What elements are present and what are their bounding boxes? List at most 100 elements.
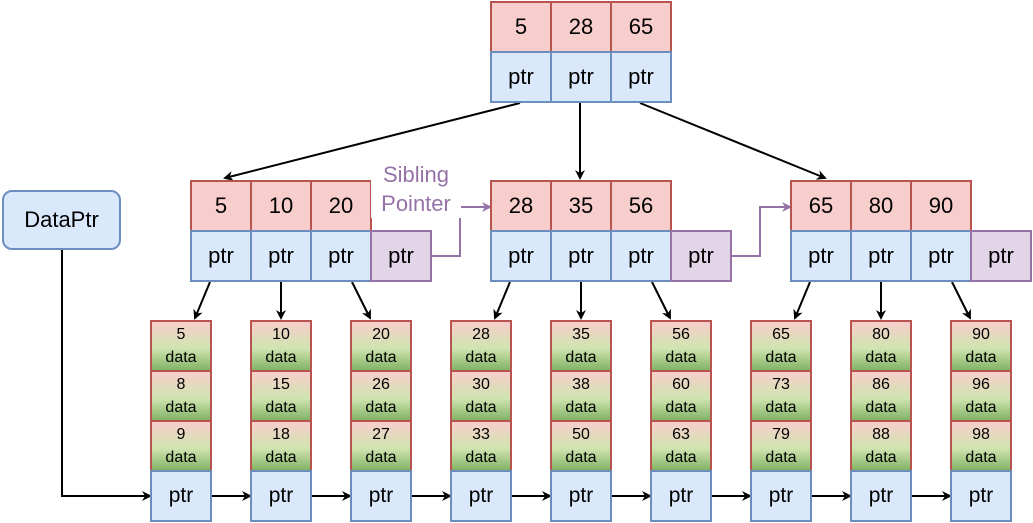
leaf-2-entry-0-data: data <box>365 349 397 366</box>
leaf-1-entry-1-data: data <box>265 399 297 416</box>
leaf-7-entry-1-data: data <box>865 399 897 416</box>
leaf-7-entry-0-data: data <box>865 349 897 366</box>
internal-0-key-0: 5 <box>190 180 252 232</box>
leaf-2-entry-1-key: 26 <box>372 376 390 393</box>
internal-1-ptr-1: ptr <box>550 230 612 282</box>
internal-1-ptr-0: ptr <box>490 230 552 282</box>
leaf-0-entry-0: 5 data <box>150 320 212 372</box>
leaf-5-entry-2-data: data <box>665 449 697 466</box>
internal-0-ptr-1: ptr <box>250 230 312 282</box>
internal-2-sibling-ptr: ptr <box>970 230 1032 282</box>
internal-0-ptr-0: ptr <box>190 230 252 282</box>
internal-0-sibling-ptr: ptr <box>370 230 432 282</box>
leaf-7-entry-0-key: 80 <box>872 326 890 343</box>
sibling-pointer-1-arrow <box>732 202 792 257</box>
leaf-2-entry-0: 20 data <box>350 320 412 372</box>
leaf-2-entry-0-key: 20 <box>372 326 390 343</box>
internal-2-key-2: 90 <box>910 180 972 232</box>
leaf-1-next-ptr: ptr <box>250 470 312 522</box>
internal-to-leaf-8-arrow <box>951 281 971 320</box>
internal-2-ptr-2: ptr <box>910 230 972 282</box>
internal-2-ptr-1: ptr <box>850 230 912 282</box>
leaf-6-entry-1: 73 data <box>750 370 812 422</box>
leaf-2-entry-2: 27 data <box>350 420 412 472</box>
leaf-2-entry-2-key: 27 <box>372 426 390 443</box>
leaf-5-entry-0-data: data <box>665 349 697 366</box>
leaf-6-entry-2: 79 data <box>750 420 812 472</box>
leaf-6-entry-1-data: data <box>765 399 797 416</box>
leaf-7-entry-2-key: 88 <box>872 426 890 443</box>
internal-1-key-2: 56 <box>610 180 672 232</box>
sibling-pointer-0-arrow <box>432 202 492 257</box>
leaf-3-entry-1-key: 30 <box>472 376 490 393</box>
internal-to-leaf-3-arrow <box>493 281 511 320</box>
leaf-2-entry-1: 26 data <box>350 370 412 422</box>
root-key-1: 28 <box>550 1 612 53</box>
leaf-0-entry-1-key: 8 <box>176 376 186 393</box>
leaf-8-entry-0-key: 90 <box>972 326 990 343</box>
sibling-pointer-label-line1: Sibling <box>382 162 450 187</box>
root-key-2: 65 <box>610 1 672 53</box>
leaf-2-next-ptr: ptr <box>350 470 412 522</box>
leaf-7-entry-2-data: data <box>865 449 897 466</box>
leaf-3-entry-0-data: data <box>465 349 497 366</box>
leaf-3-next-ptr: ptr <box>450 470 512 522</box>
leaf-4-entry-2-key: 50 <box>572 426 590 443</box>
leaf-3-entry-2-key: 33 <box>472 426 490 443</box>
leaf-5-entry-2: 63 data <box>650 420 712 472</box>
internal-1-ptr-2: ptr <box>610 230 672 282</box>
leaf-5-entry-2-key: 63 <box>672 426 690 443</box>
leaf-4-entry-1-data: data <box>565 399 597 416</box>
leaf-8-entry-2-key: 98 <box>972 426 990 443</box>
leaf-4-entry-2-data: data <box>565 449 597 466</box>
root-to-internal-2-arrow <box>639 102 827 180</box>
leaf-6-entry-2-key: 79 <box>772 426 790 443</box>
internal-1-sibling-ptr: ptr <box>670 230 732 282</box>
leaf-4-entry-1: 38 data <box>550 370 612 422</box>
root-ptr-1: ptr <box>550 51 612 103</box>
leaf-0-entry-0-data: data <box>165 349 197 366</box>
internal-to-leaf-0-arrow <box>193 281 211 320</box>
leaf-6-entry-2-data: data <box>765 449 797 466</box>
leaf-3-entry-0: 28 data <box>450 320 512 372</box>
leaf-4-entry-1-key: 38 <box>572 376 590 393</box>
leaf-5-entry-1-data: data <box>665 399 697 416</box>
root-key-0: 5 <box>490 1 552 53</box>
leaf-5-next-ptr: ptr <box>650 470 712 522</box>
internal-2-key-1: 80 <box>850 180 912 232</box>
leaf-6-entry-0-key: 65 <box>772 326 790 343</box>
leaf-1-entry-2-data: data <box>265 449 297 466</box>
internal-2-ptr-0: ptr <box>790 230 852 282</box>
dataptr-box: DataPtr <box>2 190 121 250</box>
internal-to-leaf-2-arrow <box>351 281 371 320</box>
leaf-3-entry-0-key: 28 <box>472 326 490 343</box>
root-to-internal-0-arrow <box>223 102 521 181</box>
internal-0-key-2: 20 <box>310 180 372 232</box>
leaf-0-entry-0-key: 5 <box>176 326 186 343</box>
leaf-8-entry-1-key: 96 <box>972 376 990 393</box>
internal-1-key-0: 28 <box>490 180 552 232</box>
leaf-0-entry-1-data: data <box>165 399 197 416</box>
leaf-5-entry-0-key: 56 <box>672 326 690 343</box>
leaf-7-entry-0: 80 data <box>850 320 912 372</box>
leaf-7-entry-2: 88 data <box>850 420 912 472</box>
internal-to-leaf-6-arrow <box>793 281 811 320</box>
leaf-1-entry-1-key: 15 <box>272 376 290 393</box>
root-ptr-2: ptr <box>610 51 672 103</box>
leaf-3-entry-1-data: data <box>465 399 497 416</box>
leaf-6-entry-1-key: 73 <box>772 376 790 393</box>
leaf-4-entry-0-key: 35 <box>572 326 590 343</box>
leaf-0-entry-2-key: 9 <box>176 426 186 443</box>
leaf-8-entry-2-data: data <box>965 449 997 466</box>
leaf-8-entry-2: 98 data <box>950 420 1012 472</box>
sibling-pointer-label-line2: Pointer <box>381 191 451 216</box>
leaf-2-entry-1-data: data <box>365 399 397 416</box>
leaf-2-entry-2-data: data <box>365 449 397 466</box>
